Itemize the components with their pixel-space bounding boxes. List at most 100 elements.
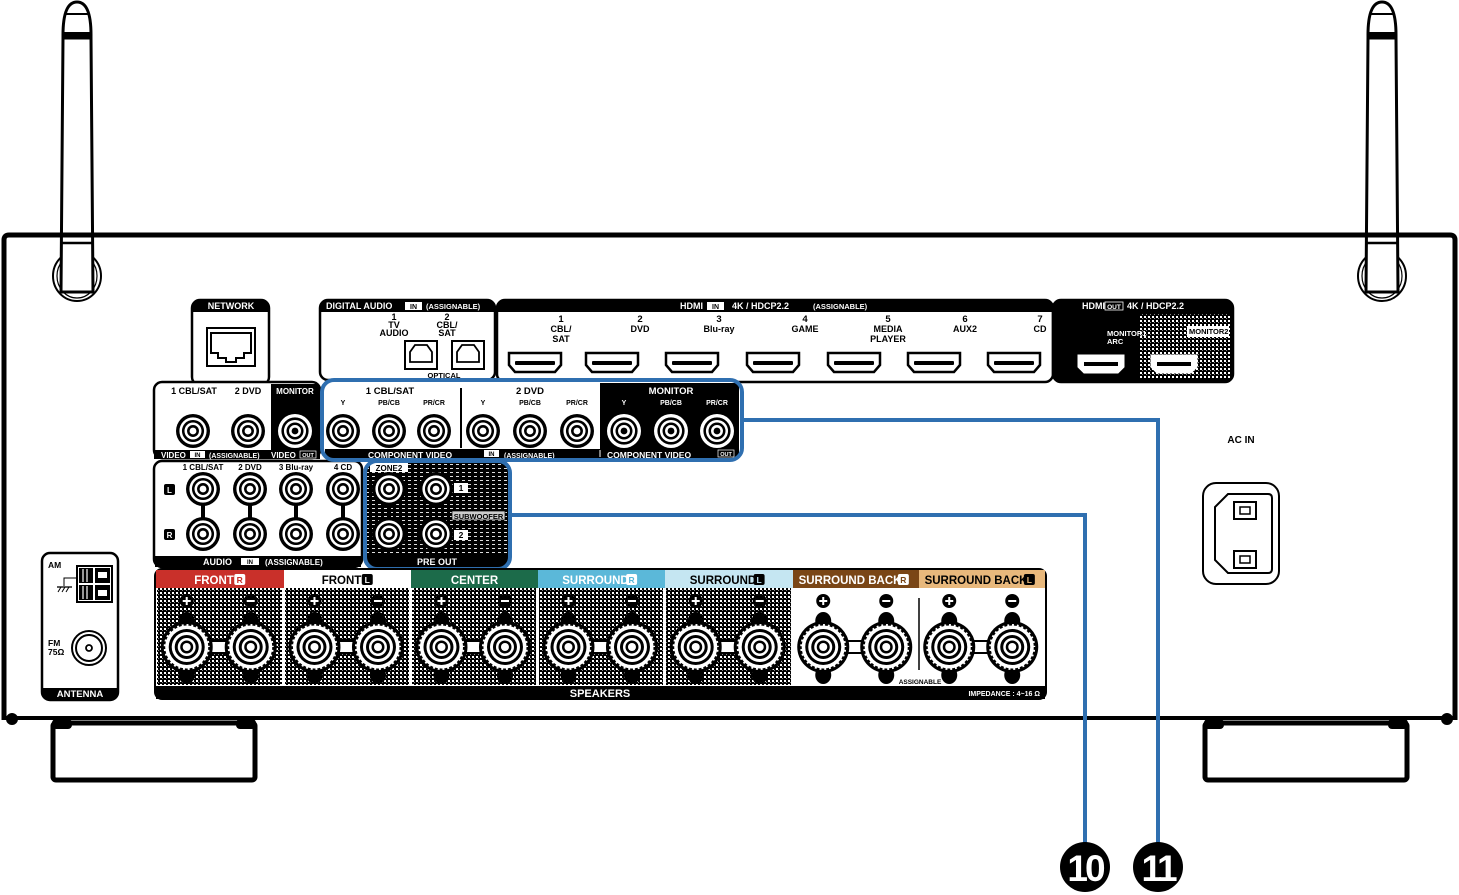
in-badge — [707, 302, 724, 310]
component-jack-1-2[interactable] — [560, 414, 594, 448]
optical-port-1-icon[interactable] — [404, 340, 438, 370]
svg-text:MONITOR: MONITOR — [276, 387, 314, 396]
svg-text:2: 2 — [459, 530, 464, 540]
speaker-terminal-positive[interactable] — [923, 594, 976, 684]
component-jack-1-0[interactable] — [466, 414, 500, 448]
speaker-terminal-positive[interactable] — [415, 594, 468, 684]
hdmi-input-label: GAME — [792, 324, 819, 334]
impedance-label: IMPEDANCE : 4~16 Ω — [968, 691, 1040, 698]
speaker-terminal-positive[interactable] — [542, 594, 595, 684]
component-jack-0-1[interactable] — [372, 414, 406, 448]
component-jack-0-2[interactable] — [417, 414, 451, 448]
audio-in-jack-4-r[interactable] — [326, 517, 360, 551]
svg-text:75Ω: 75Ω — [48, 647, 64, 657]
speaker-channel-label: CENTER — [451, 575, 499, 587]
svg-text:4K / HDCP2.2: 4K / HDCP2.2 — [732, 301, 789, 311]
antenna-right — [1357, 0, 1407, 302]
am-terminal-icon[interactable] — [76, 565, 113, 603]
hdmi-in-port-5-icon[interactable] — [826, 351, 882, 374]
svg-text:2: 2 — [444, 312, 449, 322]
speaker-terminal-negative[interactable] — [478, 594, 531, 684]
component-channel-label: PB/CB — [519, 400, 541, 407]
assignable-label: ASSIGNABLE — [899, 679, 942, 686]
side-badge: L — [1027, 575, 1032, 585]
component-jack-2-2[interactable] — [700, 414, 734, 448]
component-jack-2-0[interactable] — [607, 414, 641, 448]
antenna-terminal-section: AM FM 75Ω ANTENNA — [40, 551, 120, 702]
speaker-terminal-positive[interactable] — [797, 594, 850, 684]
in-badge — [484, 450, 499, 457]
hdmi-input-label: CD — [1034, 324, 1047, 334]
svg-text:(ASSIGNABLE): (ASSIGNABLE) — [504, 453, 555, 460]
subwoofer-out-jack-1[interactable] — [419, 472, 453, 506]
right-channel-badge: R — [167, 531, 173, 540]
speaker-terminal-positive[interactable] — [669, 594, 722, 684]
hdmi-in-port-1-icon[interactable] — [507, 351, 563, 374]
speaker-terminal-negative[interactable] — [224, 594, 277, 684]
hdmi-in-port-3-icon[interactable] — [664, 351, 720, 374]
audio-in-jack-2-r[interactable] — [233, 517, 267, 551]
component-jack-0-0[interactable] — [326, 414, 360, 448]
side-badge: R — [237, 575, 243, 585]
out-badge — [1104, 301, 1124, 311]
pre-out-section: ZONE2 1 SUBWOOFER 2 PRE OUT — [366, 462, 508, 568]
audio-in-jack-2-l[interactable] — [233, 472, 267, 506]
subwoofer-out-jack-2[interactable] — [419, 517, 453, 551]
optical-port-2-icon[interactable] — [451, 340, 485, 370]
in-badge — [405, 302, 422, 310]
video-in-jack-dvd[interactable] — [231, 414, 265, 448]
svg-text:SUBWOOFER: SUBWOOFER — [454, 512, 504, 521]
speaker-terminal-negative[interactable] — [351, 594, 404, 684]
component-jack-1-1[interactable] — [513, 414, 547, 448]
video-out-jack-monitor[interactable] — [278, 414, 312, 448]
speaker-terminal-negative[interactable] — [986, 594, 1039, 684]
component-channel-label: Y — [622, 400, 627, 407]
hdmi-out-monitor1-port-icon[interactable] — [1077, 354, 1125, 374]
svg-text:1 CBL/SAT: 1 CBL/SAT — [366, 386, 415, 397]
svg-text:IN: IN — [195, 453, 201, 459]
svg-text:AUDIO: AUDIO — [203, 557, 232, 567]
foot-left — [50, 719, 258, 783]
svg-text:11: 11 — [1141, 848, 1177, 889]
hdmi-in-port-2-icon[interactable] — [584, 351, 640, 374]
speaker-terminal-negative[interactable] — [860, 594, 913, 684]
svg-text:2 DVD: 2 DVD — [516, 386, 544, 397]
component-channel-label: PB/CB — [660, 400, 682, 407]
speaker-terminal-positive[interactable] — [160, 594, 213, 684]
speaker-channel-center: CENTER — [411, 570, 538, 685]
hdmi-out-monitor2-port-icon[interactable] — [1150, 354, 1198, 374]
component-jack-2-1[interactable] — [654, 414, 688, 448]
speaker-channel-label: SURROUND — [690, 575, 756, 587]
audio-in-jack-1-r[interactable] — [186, 517, 220, 551]
hdmi-in-port-4-icon[interactable] — [745, 351, 801, 374]
hdmi-input-number: 5 — [885, 314, 891, 325]
hdmi-in-port-7-icon[interactable] — [986, 351, 1042, 374]
speaker-terminal-negative[interactable] — [733, 594, 786, 684]
side-badge: L — [756, 575, 761, 585]
video-in-jack-cbl-sat[interactable] — [176, 414, 210, 448]
component-channel-label: PB/CB — [378, 400, 400, 407]
ac-inlet-icon[interactable] — [1202, 482, 1280, 585]
in-badge — [190, 451, 205, 458]
hdmi-in-section: HDMI IN 4K / HDCP2.2 (ASSIGNABLE) 1CBL/S… — [495, 298, 1055, 384]
svg-text:(ASSIGNABLE): (ASSIGNABLE) — [813, 302, 868, 311]
speaker-terminal-negative[interactable] — [605, 594, 658, 684]
audio-in-jack-1-l[interactable] — [186, 472, 220, 506]
audio-input-label: 2 DVD — [238, 463, 262, 472]
zone2-out-jack-l[interactable] — [372, 472, 406, 506]
svg-text:1 CBL/SAT: 1 CBL/SAT — [171, 386, 217, 396]
fm-coaxial-jack-icon[interactable] — [71, 630, 107, 666]
hdmi-input-number: 3 — [716, 314, 721, 325]
svg-text:AUDIO: AUDIO — [380, 328, 409, 338]
audio-in-jack-4-l[interactable] — [326, 472, 360, 506]
ethernet-port-icon[interactable] — [206, 327, 256, 367]
audio-in-jack-3-l[interactable] — [279, 472, 313, 506]
component-channel-label: PR/CR — [706, 400, 728, 407]
zone2-out-jack-r[interactable] — [372, 517, 406, 551]
audio-in-jack-3-r[interactable] — [279, 517, 313, 551]
svg-text:10: 10 — [1067, 848, 1105, 889]
hdmi-in-port-6-icon[interactable] — [906, 351, 962, 374]
speaker-terminal-positive[interactable] — [288, 594, 341, 684]
